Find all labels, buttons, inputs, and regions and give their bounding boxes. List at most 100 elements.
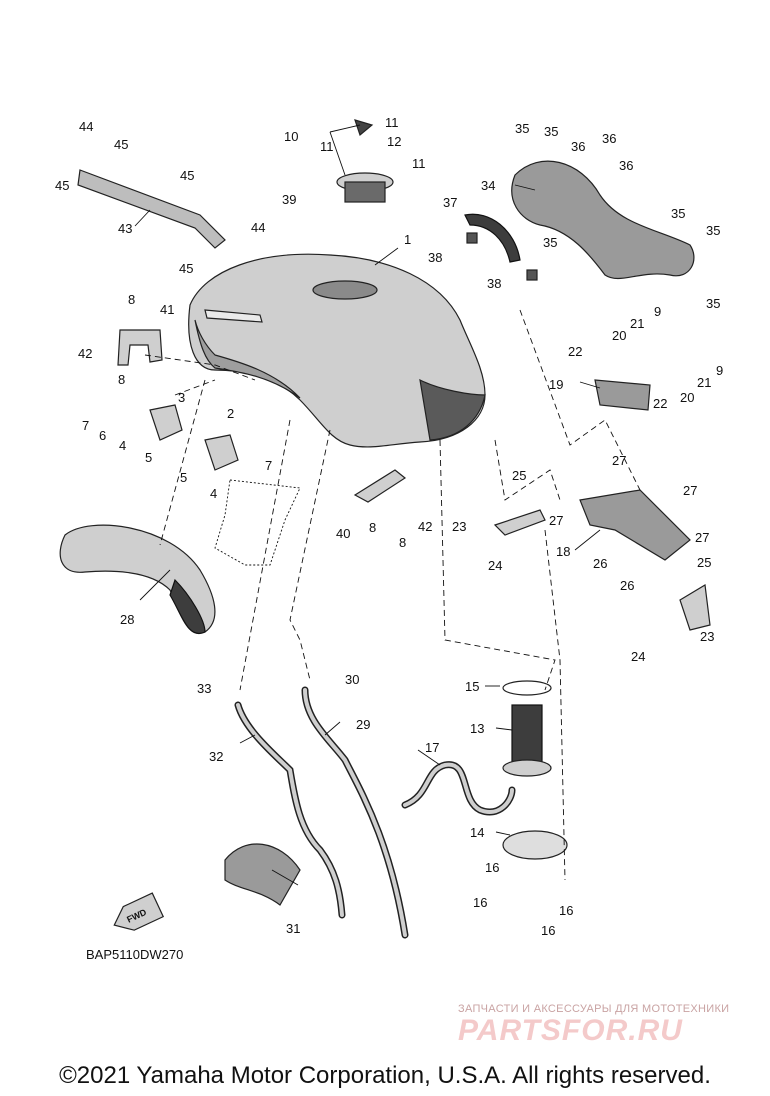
callout-34: 34 bbox=[481, 178, 495, 193]
callout-35: 35 bbox=[671, 206, 685, 221]
tank-bracket-2 bbox=[204, 434, 239, 471]
filler-cap bbox=[336, 119, 394, 203]
callout-5: 5 bbox=[145, 450, 152, 465]
callout-14: 14 bbox=[470, 825, 484, 840]
callout-16: 16 bbox=[541, 923, 555, 938]
fuel-pump bbox=[502, 680, 552, 777]
callout-43: 43 bbox=[118, 221, 132, 236]
stay-right bbox=[679, 584, 711, 631]
callout-45: 45 bbox=[55, 178, 69, 193]
callout-4: 4 bbox=[119, 438, 126, 453]
callout-21: 21 bbox=[697, 375, 711, 390]
stay-left bbox=[493, 509, 546, 536]
mount-bracket-right bbox=[353, 469, 407, 503]
callout-22: 22 bbox=[568, 344, 582, 359]
callout-37: 37 bbox=[443, 195, 457, 210]
callout-7: 7 bbox=[265, 458, 272, 473]
callout-16: 16 bbox=[559, 903, 573, 918]
callout-23: 23 bbox=[452, 519, 466, 534]
callout-12: 12 bbox=[387, 134, 401, 149]
frame-outline bbox=[214, 479, 301, 566]
callout-35: 35 bbox=[706, 223, 720, 238]
callout-27: 27 bbox=[612, 453, 626, 468]
copyright-notice: ©2021 Yamaha Motor Corporation, U.S.A. A… bbox=[59, 1062, 711, 1089]
callout-24: 24 bbox=[631, 649, 645, 664]
hose-protector bbox=[224, 843, 301, 906]
callout-8: 8 bbox=[399, 535, 406, 550]
stay-bracket bbox=[594, 379, 651, 411]
grommet-left bbox=[466, 232, 478, 244]
callout-21: 21 bbox=[630, 316, 644, 331]
callout-33: 33 bbox=[197, 681, 211, 696]
seat-cover-edge bbox=[169, 578, 206, 635]
callout-25: 25 bbox=[697, 555, 711, 570]
callout-32: 32 bbox=[209, 749, 223, 764]
callout-36: 36 bbox=[619, 158, 633, 173]
callout-26: 26 bbox=[593, 556, 607, 571]
callout-27: 27 bbox=[549, 513, 563, 528]
callout-41: 41 bbox=[160, 302, 174, 317]
callout-26: 26 bbox=[620, 578, 634, 593]
side-panel bbox=[464, 213, 521, 263]
watermark-tagline: ЗАПЧАСТИ И АКСЕССУАРЫ ДЛЯ МОТОТЕХНИКИ bbox=[458, 1003, 730, 1015]
callout-36: 36 bbox=[571, 139, 585, 154]
callout-45: 45 bbox=[114, 137, 128, 152]
callout-35: 35 bbox=[515, 121, 529, 136]
front-bracket bbox=[77, 169, 226, 249]
callout-17: 17 bbox=[425, 740, 439, 755]
callout-24: 24 bbox=[488, 558, 502, 573]
callout-16: 16 bbox=[485, 860, 499, 875]
callout-9: 9 bbox=[716, 363, 723, 378]
pump-gasket bbox=[502, 830, 568, 860]
callout-35: 35 bbox=[706, 296, 720, 311]
callout-7: 7 bbox=[82, 418, 89, 433]
callout-5: 5 bbox=[180, 470, 187, 485]
diagram-reference-code: BAP5110DW270 bbox=[86, 947, 184, 962]
grommet-right bbox=[526, 269, 538, 281]
callout-11: 11 bbox=[412, 156, 426, 171]
callout-16: 16 bbox=[473, 895, 487, 910]
callout-8: 8 bbox=[118, 372, 125, 387]
mount-bracket-left bbox=[117, 329, 163, 366]
callout-40: 40 bbox=[336, 526, 350, 541]
callout-19: 19 bbox=[549, 377, 563, 392]
callout-44: 44 bbox=[251, 220, 265, 235]
callout-20: 20 bbox=[612, 328, 626, 343]
callout-29: 29 bbox=[356, 717, 370, 732]
callout-15: 15 bbox=[465, 679, 479, 694]
callout-8: 8 bbox=[369, 520, 376, 535]
callout-38: 38 bbox=[428, 250, 442, 265]
callout-18: 18 bbox=[556, 544, 570, 559]
callout-35: 35 bbox=[543, 235, 557, 250]
callout-20: 20 bbox=[680, 390, 694, 405]
callout-23: 23 bbox=[700, 629, 714, 644]
callout-2: 2 bbox=[227, 406, 234, 421]
callout-27: 27 bbox=[695, 530, 709, 545]
watermark-brand: PARTSFOR.RU bbox=[458, 1014, 683, 1047]
callout-4: 4 bbox=[210, 486, 217, 501]
callout-44: 44 bbox=[79, 119, 93, 134]
rear-frame-cover bbox=[511, 160, 695, 280]
callout-3: 3 bbox=[178, 390, 185, 405]
callout-45: 45 bbox=[179, 261, 193, 276]
fuel-tank bbox=[188, 253, 486, 448]
callout-28: 28 bbox=[120, 612, 134, 627]
callout-6: 6 bbox=[99, 428, 106, 443]
rear-bracket bbox=[579, 489, 691, 561]
callout-1: 1 bbox=[404, 232, 411, 247]
callout-25: 25 bbox=[512, 468, 526, 483]
fwd-arrow: FWD bbox=[113, 892, 165, 931]
callout-11: 11 bbox=[385, 115, 399, 130]
callout-numbers: 1 2 3 4 4 5 5 6 7 7 8 8 8 8 9 9 10 11 11… bbox=[55, 115, 723, 938]
callout-13: 13 bbox=[470, 721, 484, 736]
callout-42: 42 bbox=[418, 519, 432, 534]
callout-36: 36 bbox=[602, 131, 616, 146]
callout-39: 39 bbox=[282, 192, 296, 207]
callout-45: 45 bbox=[180, 168, 194, 183]
callout-8: 8 bbox=[128, 292, 135, 307]
callout-31: 31 bbox=[286, 921, 300, 936]
callout-27: 27 bbox=[683, 483, 697, 498]
leader-lines bbox=[134, 124, 601, 886]
tank-bracket-3 bbox=[149, 404, 183, 441]
